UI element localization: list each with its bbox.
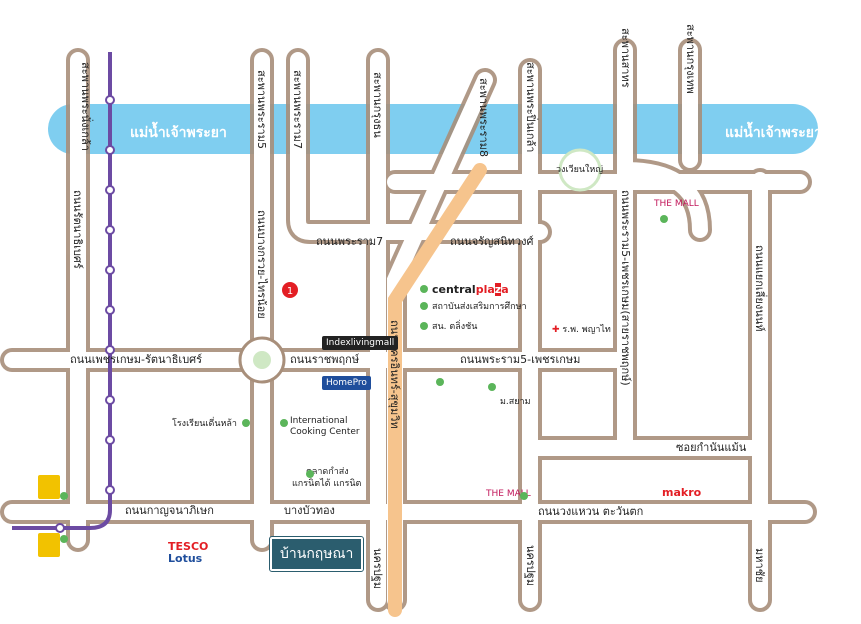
- index-living-mall: Indexlivingmall: [322, 336, 399, 350]
- poi-cooking-2: Cooking Center: [290, 427, 360, 437]
- lotus: Lotus: [168, 552, 203, 565]
- label-top8: สะพานกรุงเทพ: [684, 24, 697, 94]
- river-label-left: แม่น้ำเจ้าพระยา: [130, 125, 227, 141]
- label-bottom1: นครปฐม: [371, 548, 384, 590]
- tesco: TESCO: [168, 540, 209, 553]
- river-label-right: แม่น้ำเจ้าพระยา: [725, 125, 822, 141]
- road-charansanitwong: ถนนจรัญสนิทวงศ์: [450, 235, 534, 248]
- label-bottom2: นครปฐม: [524, 545, 537, 587]
- poi-dot: [488, 383, 496, 391]
- store-icon: [38, 533, 60, 557]
- homepro: HomePro: [322, 376, 371, 390]
- roundabout-center: [253, 351, 271, 369]
- pin-number: 1: [287, 286, 293, 297]
- poi-dot: [280, 419, 288, 427]
- poi-market-1: ตลาดกำส่ง: [306, 467, 349, 477]
- road-ratchaphruek: ถนนราชพฤกษ์: [290, 353, 360, 366]
- poi-dot: [60, 492, 68, 500]
- poi-cooking-1: International: [290, 416, 348, 426]
- label-top6: สะพานพระปิ่นเกล้า: [524, 62, 537, 153]
- label-top4: สะพานกรุงธน: [371, 72, 384, 138]
- poi-school: โรงเรียนเดี่นหล้า: [172, 419, 237, 429]
- poi-hospital: ✚ ร.พ. พญาไท: [552, 325, 611, 335]
- road-rama5-ratchaphruek: ถนนพระราม5-เพชรเกษม(สายราชพฤกษ์): [619, 190, 632, 386]
- label-mahachai: มหาชัย: [753, 548, 766, 583]
- wongwian-roundabout: [558, 148, 602, 192]
- expressway: [388, 163, 487, 617]
- location-pin-1[interactable]: [282, 282, 298, 298]
- the-mall-1: THE MALL: [486, 489, 531, 499]
- label-top7: สะพานสาทร: [619, 28, 632, 88]
- road-phetkasem-ratana: ถนนเพชรเกษม-รัตนาธิเบศร์: [70, 353, 203, 366]
- poi-dot: [660, 215, 668, 223]
- road-rama7: ถนนพระราม7: [316, 235, 384, 248]
- rail-stations: [55, 95, 115, 533]
- road-bangkruai: ถนนบางกรวย-ไทรน้อย: [255, 210, 268, 319]
- brand-baan-kritsana[interactable]: บ้านกฤษณา: [268, 536, 365, 572]
- road-soi-kamnanmaen: ซอยกำนันแม้น: [676, 441, 747, 454]
- road-bypass-nonthaburi: ถนนแยกเลี่ยงนนท์: [753, 245, 766, 332]
- poi-market-2: แกรนิตได้ แกรนิต: [292, 479, 362, 489]
- makro: makro: [662, 486, 702, 499]
- road-kanchanaphisek: ถนนกาญจนาภิเษก: [125, 504, 214, 517]
- poi-siam-univ: ม.สยาม: [500, 397, 531, 407]
- poi-dot: [242, 419, 250, 427]
- poi-dot: [420, 322, 428, 330]
- road-ratanathibet: ถนนรัตนาธิเบศร์: [71, 190, 84, 269]
- road-outer-ring-west: ถนนวงแหวน ตะวันตก: [538, 505, 644, 518]
- wongwian-label: วงเวียนใหญ่: [556, 165, 603, 175]
- poi-police: สน. ตลิ่งชัน: [432, 322, 478, 332]
- poi-dot: [436, 378, 444, 386]
- the-mall-2: THE MALL: [654, 199, 699, 209]
- road-rama5-phetkasem: ถนนพระราม5-เพชรเกษม: [460, 353, 581, 366]
- label-bangbuathong: บางบัวทอง: [284, 504, 335, 517]
- label-top5: สะพานพระราม8: [477, 78, 490, 157]
- poi-institute: สถาบันส่งเสริมการศึกษา: [432, 302, 527, 312]
- label-top1: สะพานพระนั่งเกล้า: [79, 62, 92, 151]
- store-icon: [38, 475, 60, 499]
- poi-dot: [60, 535, 68, 543]
- label-top2: สะพานพระราม5: [255, 70, 268, 149]
- poi-dot: [420, 302, 428, 310]
- poi-dot: [520, 492, 528, 500]
- central-plaza-logo: centralplaza: [432, 283, 509, 296]
- poi-dot: [420, 285, 428, 293]
- label-top3: สะพานพระราม7: [291, 70, 304, 149]
- purple-line-rail: [12, 52, 112, 530]
- poi-dot: [306, 470, 314, 478]
